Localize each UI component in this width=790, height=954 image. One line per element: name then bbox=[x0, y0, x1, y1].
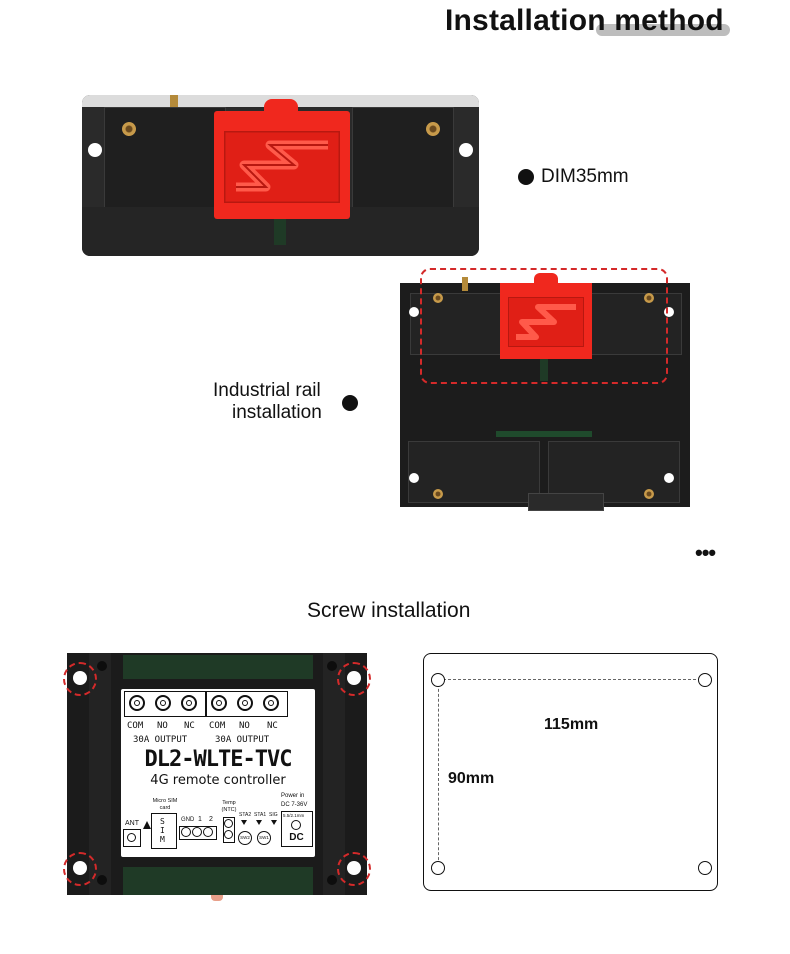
din-clip bbox=[500, 273, 592, 359]
power-range-label: DC 7-36V bbox=[281, 802, 308, 808]
bullet-icon bbox=[518, 169, 534, 185]
temp-terminal bbox=[223, 817, 235, 843]
sw1-button: SW1 bbox=[257, 831, 271, 845]
sig-label: SIG bbox=[269, 812, 278, 818]
mounting-hole-icon bbox=[431, 861, 445, 875]
relay1-no: NO bbox=[157, 721, 168, 731]
terminal-icon bbox=[129, 695, 145, 711]
rail-label-line2: installation bbox=[232, 402, 322, 423]
dim-label: DIM35mm bbox=[541, 166, 629, 187]
input2-label: 2 bbox=[209, 816, 213, 823]
relay1-nc: NC bbox=[184, 721, 195, 731]
dc-jack: 5.5/2.1mm DC bbox=[281, 811, 313, 847]
sim-slot: SIM bbox=[151, 813, 177, 849]
page-title: Installation method bbox=[445, 4, 724, 37]
mounting-hole-highlight bbox=[337, 852, 371, 886]
rail-device-photo bbox=[400, 273, 690, 511]
terminal-icon bbox=[237, 695, 253, 711]
mounting-hole-icon bbox=[698, 673, 712, 687]
mounting-hole-icon bbox=[431, 673, 445, 687]
terminal-icon bbox=[263, 695, 279, 711]
relay1-output: 30A OUTPUT bbox=[133, 735, 188, 745]
gnd-label: GND bbox=[181, 817, 195, 823]
relay2-com: COM bbox=[209, 721, 226, 731]
width-dimension: 115mm bbox=[544, 716, 599, 733]
input1-label: 1 bbox=[198, 816, 202, 823]
mounting-hole-highlight bbox=[63, 852, 97, 886]
terminal-icon bbox=[211, 695, 227, 711]
input-terminal bbox=[179, 826, 217, 840]
mounting-diagram: 115mm 90mm bbox=[423, 653, 718, 891]
height-dimension: 90mm bbox=[448, 770, 495, 787]
model-name: DL2-WLTE-TVC bbox=[144, 747, 293, 772]
bullet-icon bbox=[342, 395, 358, 411]
section-title: Screw installation bbox=[307, 599, 471, 622]
dc-size-label: 5.5/2.1mm bbox=[283, 813, 305, 818]
led-icon bbox=[256, 820, 262, 825]
screw-icon bbox=[433, 293, 443, 303]
relay2-nc: NC bbox=[267, 721, 278, 731]
arrow-up-icon bbox=[143, 821, 151, 829]
title-highlight bbox=[596, 24, 730, 36]
din-clip-photo bbox=[82, 95, 479, 256]
model-subtitle: 4G remote controller bbox=[150, 773, 286, 788]
device-label-panel: COM NO NC COM NO NC 30A OUTPUT 30A OUTPU… bbox=[121, 689, 315, 857]
screw-icon bbox=[122, 122, 136, 136]
led-icon bbox=[271, 820, 277, 825]
terminal-icon bbox=[181, 695, 197, 711]
relay2-no: NO bbox=[239, 721, 250, 731]
screw-icon bbox=[433, 489, 443, 499]
sw2-button: SW2 bbox=[238, 831, 252, 845]
ant-label: ANT bbox=[125, 820, 139, 827]
relay2-output: 30A OUTPUT bbox=[215, 735, 270, 745]
terminal-icon bbox=[155, 695, 171, 711]
highlight-frame bbox=[420, 268, 668, 384]
sta2-label: STA2 bbox=[239, 812, 252, 818]
mounting-hole-highlight bbox=[337, 662, 371, 696]
more-icon[interactable]: ••• bbox=[695, 540, 716, 565]
temp-label: Temp (NTC) bbox=[221, 800, 237, 813]
screw-icon bbox=[426, 122, 440, 136]
din-clip bbox=[214, 99, 350, 219]
sim-small-label: Micro SIM card bbox=[152, 798, 178, 811]
device-photo: COM NO NC COM NO NC 30A OUTPUT 30A OUTPU… bbox=[67, 653, 367, 901]
screw-icon bbox=[644, 293, 654, 303]
ant-connector bbox=[123, 829, 141, 847]
led-icon bbox=[241, 820, 247, 825]
relay1-com: COM bbox=[127, 721, 144, 731]
screw-icon bbox=[644, 489, 654, 499]
mounting-hole-highlight bbox=[63, 662, 97, 696]
rail-label-line1: Industrial rail bbox=[213, 380, 321, 401]
mounting-hole-icon bbox=[698, 861, 712, 875]
power-in-label: Power in bbox=[281, 793, 305, 799]
sta1-label: STA1 bbox=[254, 812, 267, 818]
dc-label: DC bbox=[289, 832, 304, 843]
sim-label: SIM bbox=[160, 817, 165, 844]
